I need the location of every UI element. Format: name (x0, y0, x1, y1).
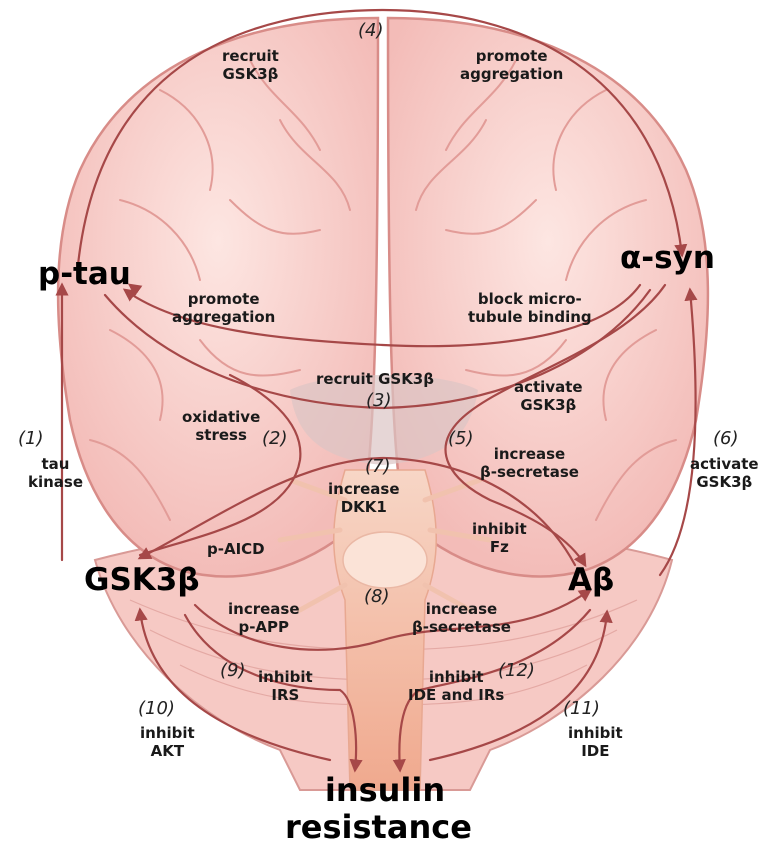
num-9: (9) (220, 660, 246, 681)
num-2: (2) (262, 428, 288, 449)
label-p-aicd: p-AICD (207, 540, 265, 558)
arrow-8 (193, 588, 593, 651)
num-3: (3) (366, 390, 392, 411)
num-12: (12) (498, 660, 535, 681)
arrow-10 (134, 607, 332, 762)
node-p-tau: p-tau (38, 256, 131, 292)
insulin-line-1: insulin (324, 771, 446, 809)
insulin-line-2: resistance (285, 807, 472, 846)
num-11: (11) (563, 698, 600, 719)
arrow-asyn-ptau (122, 283, 642, 348)
arrow-5 (444, 283, 667, 568)
arrow-7 (137, 456, 577, 567)
pathway-arrows (55, 8, 698, 773)
num-4: (4) (358, 20, 384, 41)
num-10: (10) (138, 698, 175, 719)
pons (342, 531, 428, 589)
arrow-11 (428, 609, 613, 762)
arrow-12 (392, 608, 592, 773)
label-recruit-gsk3b-mid: recruit GSK3β (316, 370, 434, 388)
num-7: (7) (365, 456, 391, 477)
arrow-3-left (103, 288, 652, 410)
node-abeta: Aβ (568, 562, 615, 598)
arrow-6 (658, 287, 698, 577)
num-6: (6) (713, 428, 739, 449)
cranial-nerves (277, 477, 493, 613)
label-block-microtubule: block micro-tubule binding (468, 290, 592, 326)
num-8: (8) (364, 586, 390, 607)
num-1: (1) (18, 428, 44, 449)
arrow-2 (138, 373, 302, 557)
ventricle-region (290, 375, 478, 465)
num-5: (5) (448, 428, 474, 449)
arrow-4 (76, 8, 688, 267)
gyri-lines (89, 59, 677, 521)
node-insulin-resistance: insulin resistance (285, 771, 472, 846)
node-alpha-syn: α-syn (620, 240, 715, 276)
arrow-9 (183, 613, 363, 773)
node-gsk3b: GSK3β (84, 562, 200, 598)
